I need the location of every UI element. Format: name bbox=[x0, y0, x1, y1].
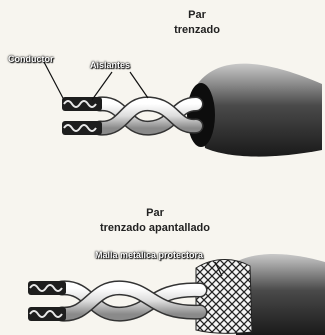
conductor-strands-shielded bbox=[28, 281, 66, 321]
label-aislantes: Aislantes bbox=[90, 60, 130, 70]
outer-jacket bbox=[196, 64, 322, 157]
twisted-pair-cable bbox=[44, 62, 322, 157]
label-malla-metalica: Malla metálica protectora bbox=[95, 250, 203, 260]
conductor-leader bbox=[44, 62, 64, 100]
top-title: Par trenzado bbox=[142, 8, 252, 38]
bottom-title-line-2: trenzado apantallado bbox=[70, 221, 240, 236]
shielded-twisted-pair-cable bbox=[28, 254, 325, 335]
bottom-title-line-1: Par bbox=[70, 206, 240, 221]
bottom-title: Par trenzado apantallado bbox=[70, 206, 240, 236]
aislantes-leader-1 bbox=[92, 72, 112, 100]
jacket-opening bbox=[187, 83, 215, 147]
label-conductor: Conductor bbox=[8, 54, 54, 64]
metal-mesh-shield bbox=[196, 260, 252, 334]
aislantes-leader-2 bbox=[130, 72, 148, 98]
conductor-strands bbox=[62, 97, 102, 135]
top-title-line-2: trenzado bbox=[142, 23, 252, 38]
top-title-line-1: Par bbox=[142, 8, 252, 23]
